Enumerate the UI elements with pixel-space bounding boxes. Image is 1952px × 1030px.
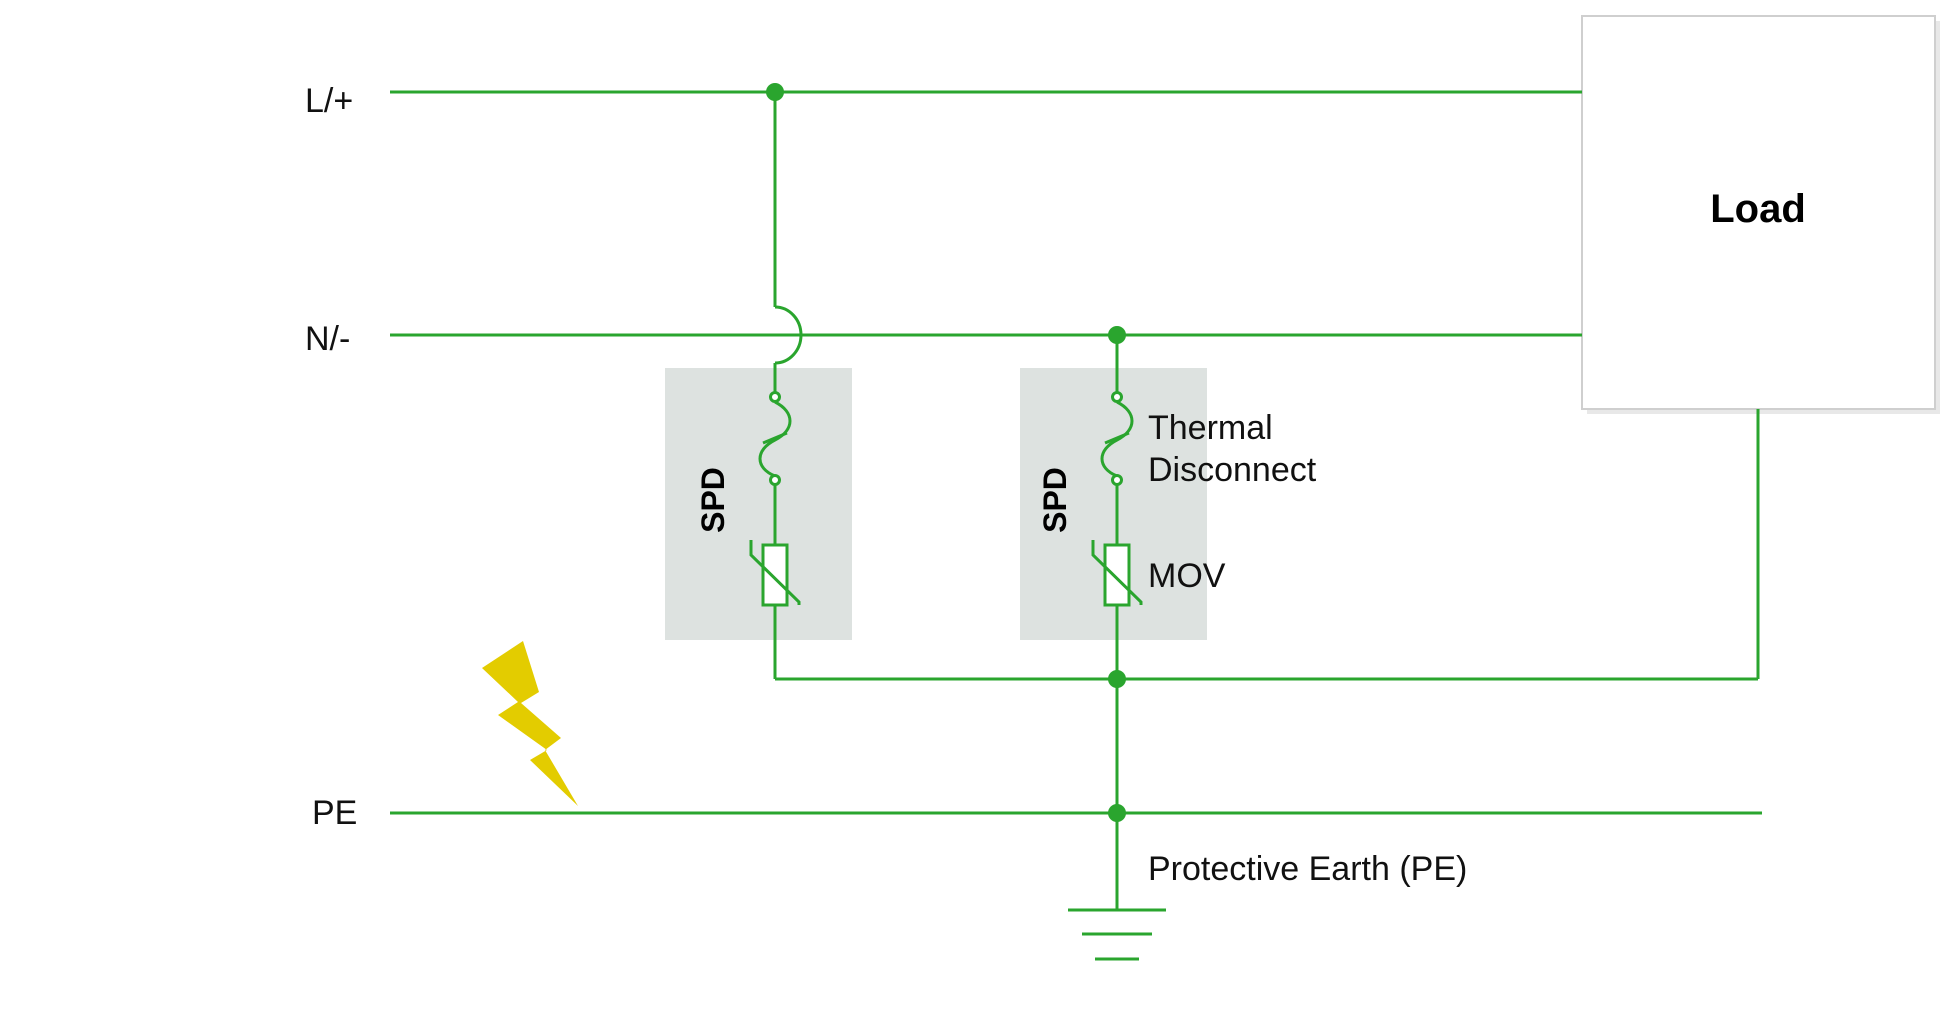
protective-earth-label: Protective Earth (PE) <box>1148 850 1467 888</box>
load-label: Load <box>1710 187 1806 231</box>
varistor-icon <box>749 540 801 607</box>
spd-box-left <box>665 368 852 640</box>
spd-label-right: SPD <box>1037 467 1073 533</box>
ground-symbol-icon <box>1068 908 1166 961</box>
line-label: L/+ <box>305 82 353 120</box>
crossover-hop <box>774 305 803 365</box>
pe-label: PE <box>312 794 357 832</box>
neutral-label: N/- <box>305 320 350 358</box>
spd-label-left: SPD <box>695 467 731 533</box>
mov-label: MOV <box>1148 557 1226 595</box>
junction-dot <box>1108 670 1126 688</box>
thermal-disconnect-label-line1: Thermal <box>1148 409 1273 447</box>
junction-dot <box>1108 326 1126 344</box>
thermal-disconnect-icon <box>1100 391 1134 486</box>
junction-dot <box>1108 804 1126 822</box>
lightning-bolt-icon <box>482 641 578 806</box>
varistor-icon <box>1091 540 1143 607</box>
load-box <box>1581 15 1936 410</box>
thermal-disconnect-icon <box>758 391 792 486</box>
thermal-disconnect-label-line2: Disconnect <box>1148 451 1317 489</box>
junction-dot <box>766 83 784 101</box>
